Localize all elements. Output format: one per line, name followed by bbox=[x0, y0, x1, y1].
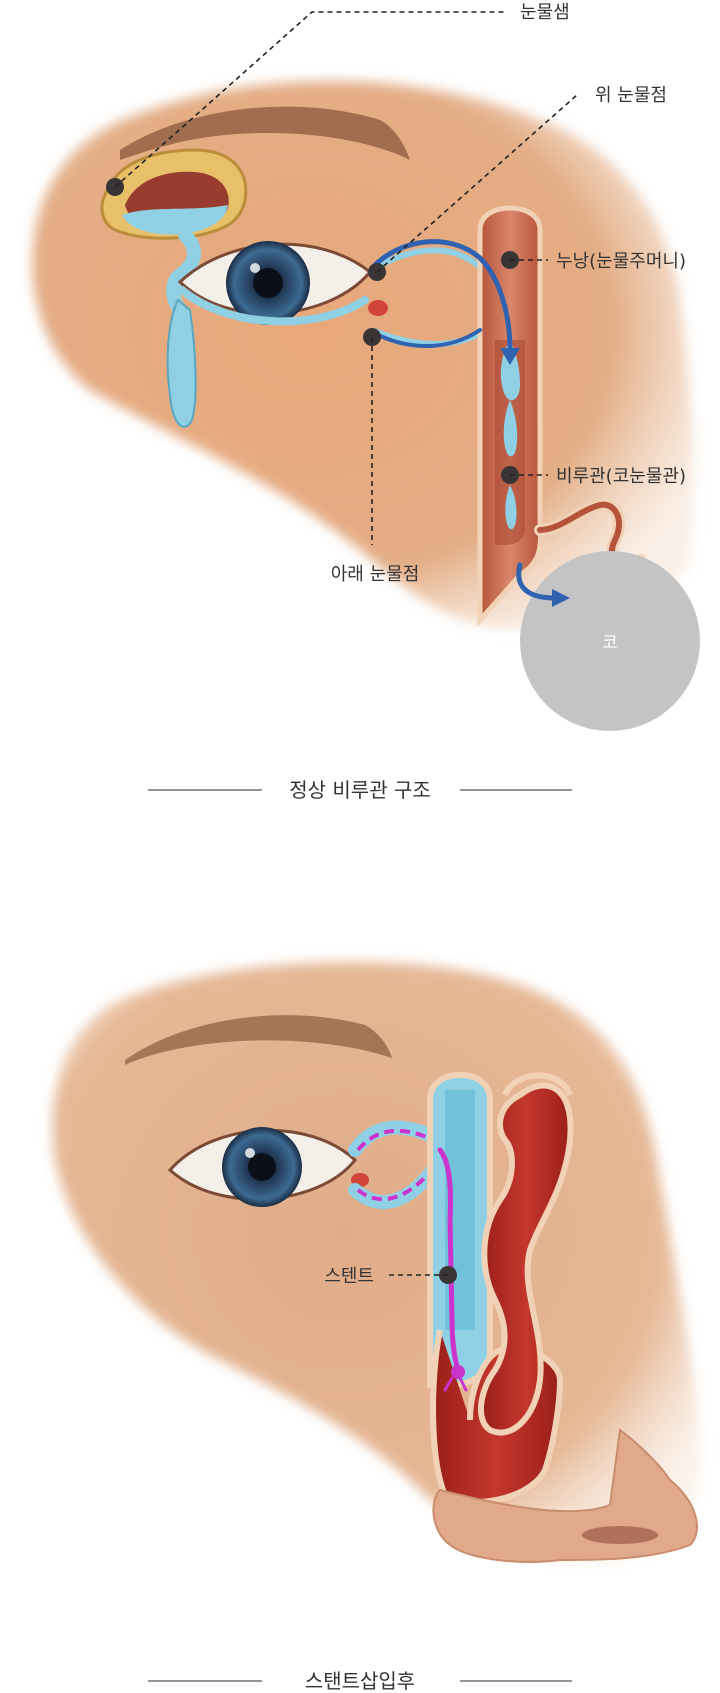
figure1-leader-lines bbox=[114, 11, 578, 545]
lower-lid-tear bbox=[178, 286, 369, 326]
label-lacrimal-sac: 누낭(눈물주머니) bbox=[556, 251, 686, 272]
label-nasolacrimal-duct: 비루관(코눈물관) bbox=[556, 466, 686, 487]
figure2-pupil bbox=[248, 1153, 276, 1181]
flow-arrow-upper bbox=[369, 239, 513, 353]
stent-upper-loop bbox=[356, 1128, 439, 1152]
caption2-text: 스탠트삽입후 bbox=[305, 1669, 415, 1693]
figure1-pupil bbox=[253, 268, 283, 298]
figure1-eyebrow bbox=[120, 106, 410, 160]
stent-tail bbox=[443, 1376, 468, 1392]
flow-arrow-lower bbox=[370, 328, 482, 349]
leader-lacrimal-gland bbox=[114, 11, 505, 188]
figure2-nostril bbox=[582, 1526, 658, 1544]
falling-tear bbox=[166, 298, 197, 428]
stent-knot bbox=[451, 1365, 465, 1379]
label-upper-punctum: 위 눈물점 bbox=[595, 85, 667, 106]
flow-arrow-nose bbox=[516, 562, 558, 601]
tear-channel bbox=[166, 228, 201, 317]
duct-tear-3 bbox=[505, 485, 517, 530]
caption1-text: 정상 비루관 구조 bbox=[289, 778, 431, 802]
figure2-turbinate bbox=[477, 1082, 574, 1436]
figure2-outer-wall bbox=[502, 1072, 573, 1097]
figure2-caption: 스탠트삽입후 bbox=[148, 1669, 572, 1693]
figure1-caption: 정상 비루관 구조 bbox=[148, 778, 572, 802]
flow-arrowhead-upper bbox=[500, 348, 520, 365]
label-lacrimal-gland: 눈물샘 bbox=[520, 2, 570, 23]
figure2-eyebrow bbox=[125, 1015, 392, 1065]
nose-label: 코 bbox=[602, 633, 618, 653]
label-lower-punctum: 아래 눈물점 bbox=[331, 564, 420, 585]
figure1-illustration: 코 눈물샘 위 눈물점 누낭(눈물주머니) 비루관(코눈물관) 아래 눈물점 bbox=[32, 2, 700, 731]
flow-arrowhead-nose bbox=[552, 589, 570, 607]
duct-tear-2 bbox=[503, 400, 518, 457]
figure1-highlight bbox=[250, 263, 260, 273]
caruncle bbox=[368, 300, 388, 316]
figure2-illustration: 스텐트 bbox=[52, 962, 701, 1563]
lacrimal-gland-tear bbox=[122, 205, 228, 235]
figure2-highlight bbox=[245, 1148, 255, 1158]
label-stent: 스텐트 bbox=[324, 1266, 374, 1287]
stent-body bbox=[437, 1147, 461, 1373]
